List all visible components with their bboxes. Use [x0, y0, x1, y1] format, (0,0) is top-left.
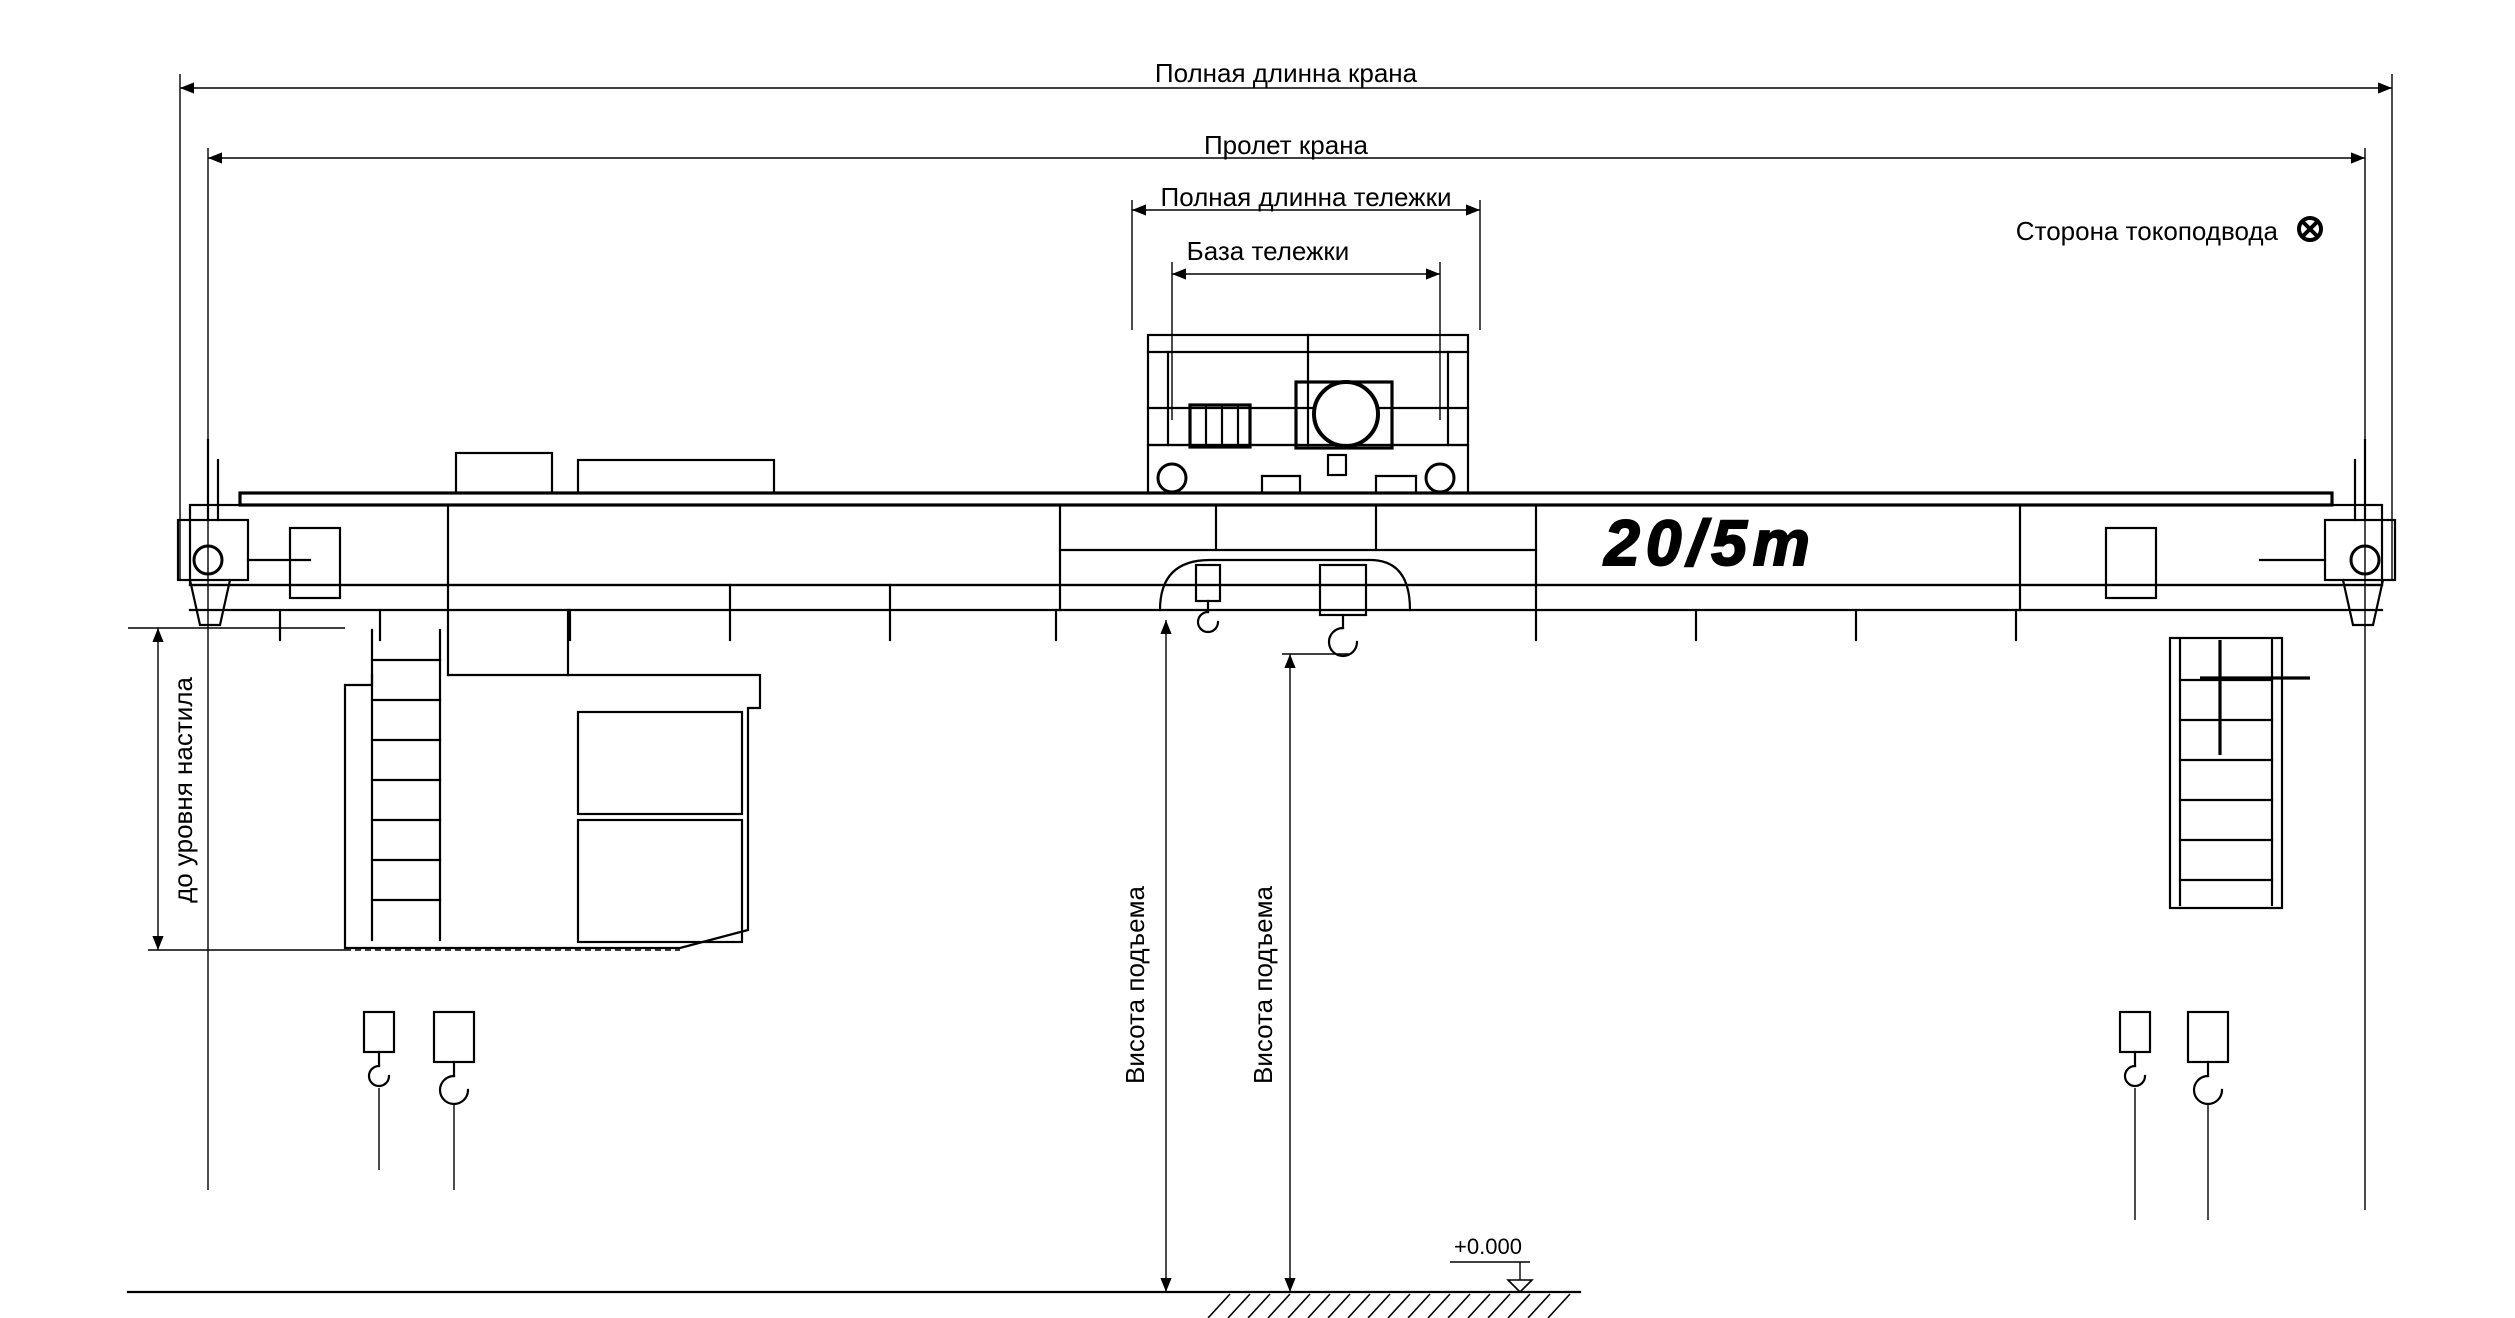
hook-pair-left — [362, 1010, 476, 1190]
operator-cabin — [343, 608, 762, 951]
dimension-full-crane-length: Полная длинна крана — [179, 58, 2393, 580]
dimension-crane-span: Пролет крана — [207, 130, 2366, 1210]
hook-aux-trolley — [1194, 563, 1222, 634]
elevation-mark: +0.000 — [1450, 1234, 1534, 1294]
lift-height-2-label: Висота подъема — [1248, 885, 1278, 1083]
elevation-label: +0.000 — [1454, 1234, 1522, 1259]
lift-height-1-label: Висота подъема — [1120, 885, 1150, 1083]
dimension-lift-height-2: Висота подъема — [1248, 653, 1350, 1292]
circled-cross-icon — [2297, 216, 2323, 242]
hook-pair-right — [2118, 1010, 2230, 1220]
ladder-right — [2168, 636, 2310, 910]
bridge-girder: 20/5т — [188, 451, 2384, 642]
dimension-lift-height-1: Висота подъема — [1120, 620, 1172, 1292]
crane-span-label: Пролет крана — [1204, 130, 1369, 160]
ground-level: +0.000 — [126, 1234, 1582, 1318]
trolley — [1146, 333, 1470, 495]
full-trolley-length-label: Полная длинна тележки — [1161, 182, 1452, 212]
power-side-marker: Сторона токоподвода — [2016, 216, 2323, 246]
end-carriage-left — [176, 438, 342, 627]
trolley-base-label: База тележки — [1187, 236, 1350, 266]
ladder-left — [370, 628, 442, 942]
end-carriage-right — [2104, 438, 2397, 627]
ground-hatch — [1207, 1293, 1571, 1318]
capacity-marking: 20/5т — [1603, 507, 1815, 579]
dimension-trolley-base: База тележки — [1171, 236, 1441, 420]
dimension-deck-level: до уровня настила — [128, 627, 345, 951]
dimension-full-trolley-length: Полная длинна тележки — [1131, 182, 1481, 330]
full-crane-length-label: Полная длинна крана — [1155, 58, 1418, 88]
hook-main-trolley — [1318, 563, 1368, 658]
power-side-label: Сторона токоподвода — [2016, 216, 2279, 246]
deck-level-label: до уровня настила — [168, 677, 198, 903]
